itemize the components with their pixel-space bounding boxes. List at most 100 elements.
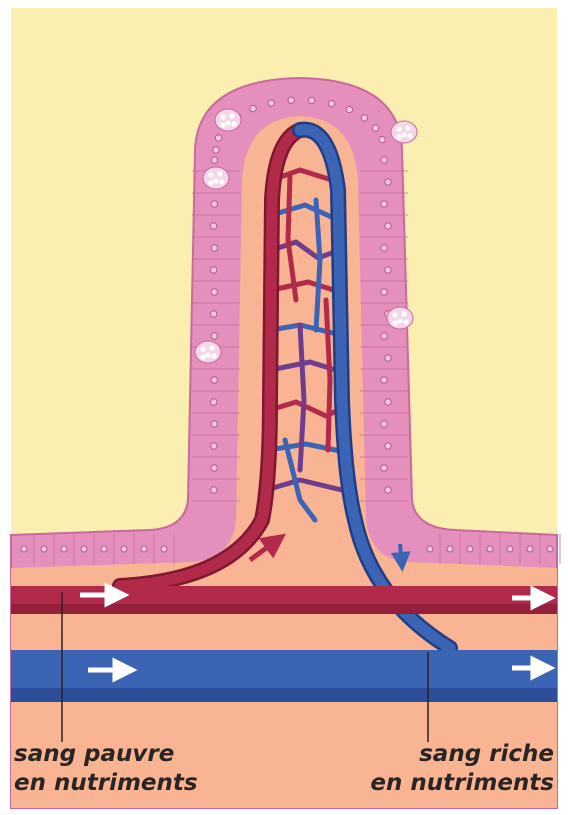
cell-nucleus: [268, 100, 274, 106]
goblet-cell-granule: [392, 312, 397, 317]
goblet-cell-granule: [200, 346, 205, 351]
goblet-cell-granule: [396, 126, 401, 131]
cell-nucleus: [61, 546, 67, 552]
goblet-cell-granule: [229, 113, 234, 118]
goblet-cell-granule: [208, 172, 213, 177]
goblet-cell-granule: [231, 121, 236, 126]
cell-nucleus: [385, 443, 391, 449]
cell-nucleus: [211, 465, 217, 471]
cell-nucleus: [381, 377, 387, 383]
goblet-cell-granule: [403, 319, 408, 324]
label-blood-rich-in-nutrients: sang riche en nutriments: [370, 740, 554, 798]
goblet-cell-granule: [407, 133, 412, 138]
goblet-cell-granule: [209, 345, 214, 350]
cell-nucleus: [379, 136, 385, 142]
cell-nucleus: [381, 201, 387, 207]
cell-nucleus: [381, 333, 387, 339]
goblet-cell-granule: [401, 311, 406, 316]
goblet-cell-granule: [200, 354, 205, 359]
label-blood-poor-in-nutrients: sang pauvre en nutriments: [14, 740, 198, 798]
arrow-down-icon: [400, 544, 402, 566]
cell-nucleus: [381, 245, 387, 251]
goblet-cell-icon: [203, 167, 229, 189]
goblet-cell-icon: [215, 109, 241, 131]
goblet-cell-body: [215, 109, 241, 131]
cell-nucleus: [121, 546, 127, 552]
goblet-cell-granule: [213, 178, 218, 183]
cell-nucleus: [385, 399, 391, 405]
cell-nucleus: [211, 399, 217, 405]
goblet-cell-icon: [391, 121, 417, 143]
label-right-line-2: en nutriments: [370, 769, 554, 798]
goblet-cell-granule: [397, 318, 402, 323]
cell-nucleus: [381, 289, 387, 295]
goblet-cell-body: [387, 307, 413, 329]
cell-nucleus: [385, 355, 391, 361]
goblet-cell-granule: [225, 120, 230, 125]
cell-nucleus: [213, 147, 219, 153]
cell-nucleus: [161, 546, 167, 552]
cell-nucleus: [210, 311, 216, 317]
cell-nucleus: [211, 443, 217, 449]
goblet-cell-body: [203, 167, 229, 189]
cell-nucleus: [527, 546, 533, 552]
goblet-cell-granule: [217, 171, 222, 176]
goblet-cell-body: [391, 121, 417, 143]
goblet-cell-granule: [211, 353, 216, 358]
cell-nucleus: [372, 125, 378, 131]
cell-nucleus: [211, 333, 217, 339]
cell-nucleus: [385, 223, 391, 229]
cell-nucleus: [41, 546, 47, 552]
cell-nucleus: [211, 421, 217, 427]
cell-nucleus: [211, 157, 217, 163]
cell-nucleus: [385, 267, 391, 273]
cell-nucleus: [211, 201, 217, 207]
cell-nucleus: [81, 546, 87, 552]
cell-nucleus: [346, 106, 352, 112]
cell-nucleus: [385, 179, 391, 185]
cell-nucleus: [328, 100, 334, 106]
goblet-cell-granule: [220, 122, 225, 127]
label-right-line-1: sang riche: [370, 740, 554, 769]
cell-nucleus: [467, 546, 473, 552]
cell-nucleus: [288, 97, 294, 103]
goblet-cell-body: [195, 341, 221, 363]
cell-nucleus: [381, 465, 387, 471]
cell-nucleus: [507, 546, 513, 552]
cell-nucleus: [211, 245, 217, 251]
cell-nucleus: [381, 157, 387, 163]
goblet-cell-granule: [392, 320, 397, 325]
cell-nucleus: [215, 135, 221, 141]
cell-nucleus: [385, 487, 391, 493]
cell-nucleus: [361, 115, 367, 121]
goblet-cell-icon: [195, 341, 221, 363]
cell-nucleus: [21, 546, 27, 552]
label-left-line-1: sang pauvre: [14, 740, 198, 769]
main-artery-shade: [11, 604, 557, 614]
cell-nucleus: [487, 546, 493, 552]
cell-nucleus: [447, 546, 453, 552]
cell-nucleus: [141, 546, 147, 552]
cell-nucleus: [211, 377, 217, 383]
cell-nucleus: [211, 289, 217, 295]
goblet-cell-granule: [219, 179, 224, 184]
label-left-line-2: en nutriments: [14, 769, 198, 798]
cell-nucleus: [427, 546, 433, 552]
goblet-cell-granule: [401, 132, 406, 137]
cell-nucleus: [381, 421, 387, 427]
cell-nucleus: [210, 267, 216, 273]
goblet-cell-granule: [208, 180, 213, 185]
cell-nucleus: [101, 546, 107, 552]
goblet-cell-icon: [387, 307, 413, 329]
cell-nucleus: [210, 223, 216, 229]
goblet-cell-granule: [220, 114, 225, 119]
cell-nucleus: [547, 546, 553, 552]
goblet-cell-granule: [205, 352, 210, 357]
main-vein-shade: [11, 688, 557, 702]
cell-nucleus: [250, 105, 256, 111]
cell-nucleus: [308, 97, 314, 103]
cell-nucleus: [211, 487, 217, 493]
goblet-cell-granule: [396, 134, 401, 139]
